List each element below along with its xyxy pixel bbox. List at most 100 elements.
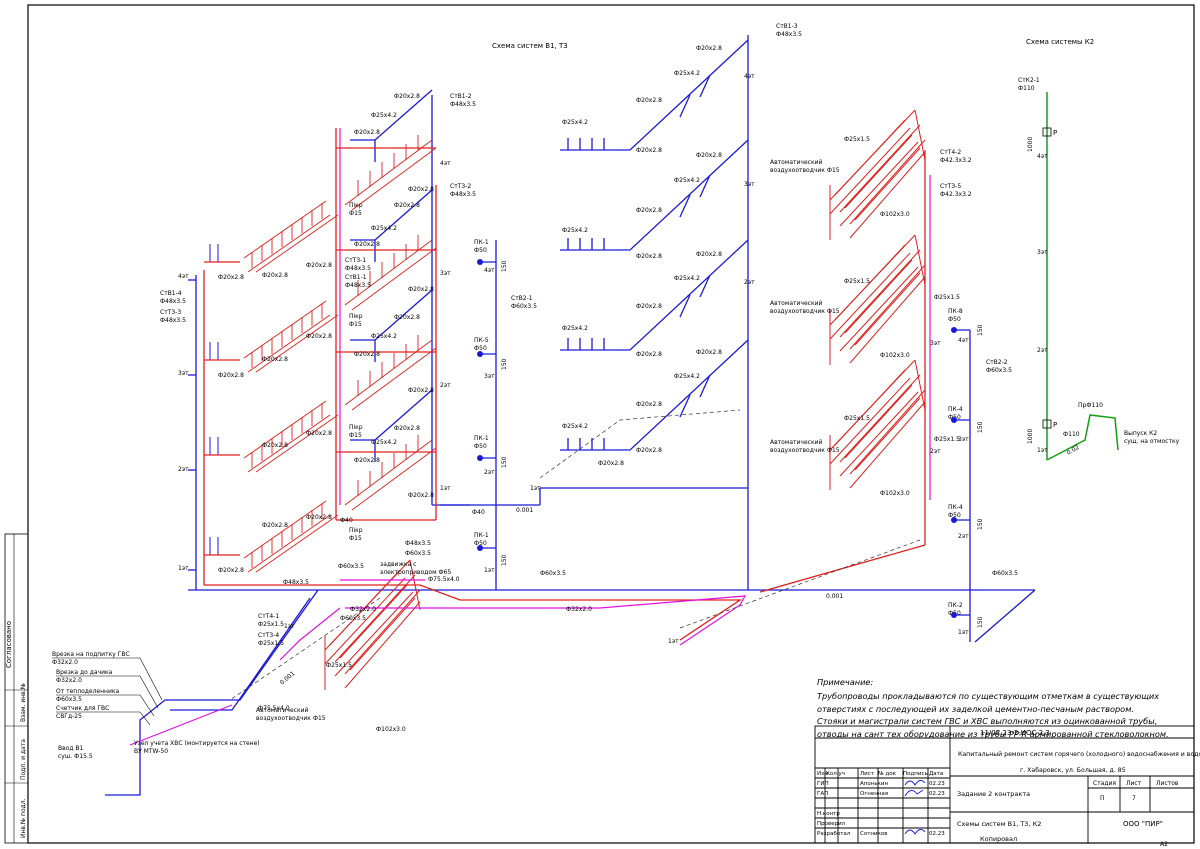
note-line-1: Трубопроводы прокладываются по существую… xyxy=(817,691,1160,714)
dashed-connectors xyxy=(229,409,921,701)
svg-text:Ф15: Ф15 xyxy=(349,210,362,217)
svg-text:Ф32х2.0: Ф32х2.0 xyxy=(56,677,82,684)
svg-text:Н.контр: Н.контр xyxy=(817,811,840,817)
svg-text:Сотников: Сотников xyxy=(860,831,888,837)
svg-text:0.02: 0.02 xyxy=(1066,444,1081,457)
svg-text:Ф25х1.5: Ф25х1.5 xyxy=(934,436,960,443)
svg-text:3эт: 3эт xyxy=(178,370,189,377)
svg-text:Ф20х2.8: Ф20х2.8 xyxy=(636,351,662,358)
svg-text:Врезка на подпитку ГВС: Врезка на подпитку ГВС xyxy=(52,651,130,658)
svg-text:задвижка с: задвижка с xyxy=(380,561,416,568)
sewer-p-mark-bottom: P xyxy=(1053,421,1057,429)
svg-text:Счетчик для ГВС: Счетчик для ГВС xyxy=(56,705,109,712)
cold-water-network xyxy=(105,35,1036,796)
org-name: ООО "ПИР" xyxy=(1123,820,1163,828)
svg-text:Ф60х3.5: Ф60х3.5 xyxy=(992,570,1018,577)
signatures xyxy=(904,780,926,835)
svg-text:1эт: 1эт xyxy=(1037,447,1048,454)
svg-text:150: 150 xyxy=(977,324,984,336)
svg-text:воздухоотводчик Ф15: воздухоотводчик Ф15 xyxy=(256,715,326,722)
svg-text:Ф25х4.2: Ф25х4.2 xyxy=(562,423,588,430)
svg-text:Ф20х2.8: Ф20х2.8 xyxy=(354,129,380,136)
svg-text:Ф32х2.0: Ф32х2.0 xyxy=(566,606,592,613)
svg-text:Пікр: Пікр xyxy=(349,527,363,534)
svg-text:Ф20х2.8: Ф20х2.8 xyxy=(636,147,662,154)
svg-text:Ф20х2.8: Ф20х2.8 xyxy=(262,442,288,449)
svg-text:Ф20х2.8: Ф20х2.8 xyxy=(696,45,722,52)
svg-text:ПК-1: ПК-1 xyxy=(474,532,489,539)
svg-text:ПК-8: ПК-8 xyxy=(948,308,963,315)
svg-text:Ф20х2.8: Ф20х2.8 xyxy=(218,372,244,379)
schema-title-v1-t3: Схема систем В1, Т3 xyxy=(492,42,568,50)
svg-text:Ф20х2.8: Ф20х2.8 xyxy=(306,262,332,269)
svg-text:ПК-1: ПК-1 xyxy=(474,239,489,246)
svg-text:Ф15: Ф15 xyxy=(349,432,362,439)
title-block-text: 11/02.23-2-ИОС 2,3 Капитальный ремонт си… xyxy=(817,729,1200,848)
svg-text:Ф20х2.8: Ф20х2.8 xyxy=(354,241,380,248)
svg-text:Ф20х2.8: Ф20х2.8 xyxy=(354,457,380,464)
sewer-p-mark-top: P xyxy=(1053,129,1057,137)
svg-text:150: 150 xyxy=(501,358,508,370)
label-st-b2-1: СтВ2-1 xyxy=(511,295,533,302)
svg-text:Ф25х1.5: Ф25х1.5 xyxy=(326,662,352,669)
svg-text:Пікр: Пікр xyxy=(349,313,363,320)
svg-text:воздухоотводчик Ф15: воздухоотводчик Ф15 xyxy=(770,447,840,454)
svg-text:Пікр: Пікр xyxy=(349,424,363,431)
svg-text:Ф102х3.0: Ф102х3.0 xyxy=(880,352,910,359)
svg-text:ПК-2: ПК-2 xyxy=(948,602,963,609)
svg-text:От теплоделенника: От теплоделенника xyxy=(56,688,119,695)
project-address: г. Хабаровск, ул. Большая, д. 85 xyxy=(1020,766,1126,774)
svg-text:Листов: Листов xyxy=(1156,780,1179,787)
svg-text:Ф102х3.0: Ф102х3.0 xyxy=(376,726,406,733)
svg-text:4эт: 4эт xyxy=(1037,153,1048,160)
svg-text:Ф25х1.5: Ф25х1.5 xyxy=(844,278,870,285)
svg-text:ПрФ110: ПрФ110 xyxy=(1078,402,1103,409)
svg-text:Огненная: Огненная xyxy=(860,791,888,797)
svg-text:Ф20х2.8: Ф20х2.8 xyxy=(262,272,288,279)
svg-text:Ф110: Ф110 xyxy=(1063,431,1080,438)
svg-text:Ф20х2.8: Ф20х2.8 xyxy=(636,447,662,454)
svg-text:Ф20х2.8: Ф20х2.8 xyxy=(306,430,332,437)
svg-text:1эт: 1эт xyxy=(284,623,295,630)
svg-text:Ф50: Ф50 xyxy=(474,443,487,450)
svg-text:Ф20х2.8: Ф20х2.8 xyxy=(696,152,722,159)
svg-text:Стадия: Стадия xyxy=(1093,780,1116,787)
svg-text:Ф20х2.8: Ф20х2.8 xyxy=(408,387,434,394)
svg-text:1эт: 1эт xyxy=(668,638,679,645)
svg-text:Ф48х3.5: Ф48х3.5 xyxy=(160,317,186,324)
svg-text:Ф32х2.0: Ф32х2.0 xyxy=(350,606,376,613)
svg-text:сущ. на отмостку: сущ. на отмостку xyxy=(1124,438,1180,445)
svg-text:Автоматический: Автоматический xyxy=(770,300,822,307)
svg-text:ВУ MTW-50: ВУ MTW-50 xyxy=(134,748,168,755)
svg-text:2эт: 2эт xyxy=(958,533,969,540)
note-heading: Примечание: xyxy=(817,677,874,687)
svg-text:02.23: 02.23 xyxy=(929,781,945,787)
svg-text:Апонькин: Апонькин xyxy=(860,781,888,787)
stamp-sign-date-label: Подп. и дата xyxy=(20,739,27,780)
svg-text:Лист: Лист xyxy=(1126,780,1142,787)
floor-labels: 4эт 3эт 2эт 1эт 4эт 3эт 2эт 1эт 4эт 3эт … xyxy=(178,73,1048,645)
svg-text:2эт: 2эт xyxy=(178,466,189,473)
stamp-replace-inv-label: Взам. инв.№ xyxy=(20,683,27,722)
svg-text:Ф25х4.2: Ф25х4.2 xyxy=(371,439,397,446)
hot-water-fixture-blocks xyxy=(243,135,437,573)
svg-text:4эт: 4эт xyxy=(440,160,451,167)
svg-text:Ф102х3.0: Ф102х3.0 xyxy=(880,211,910,218)
svg-text:1000: 1000 xyxy=(1027,429,1034,444)
svg-text:Ф25х1.5: Ф25х1.5 xyxy=(934,294,960,301)
svg-text:150: 150 xyxy=(977,518,984,530)
label-st-t3-5: СтТ3-5 xyxy=(940,183,961,190)
svg-text:Ф60х3.5: Ф60х3.5 xyxy=(56,696,82,703)
svg-text:Ф48х3.5: Ф48х3.5 xyxy=(450,191,476,198)
svg-text:ГИП: ГИП xyxy=(817,781,829,787)
schema-title-k2: Схема системы К2 xyxy=(1026,38,1094,46)
svg-text:Ф75.5х4.0: Ф75.5х4.0 xyxy=(258,705,290,712)
svg-text:Ф20х2.8: Ф20х2.8 xyxy=(306,333,332,340)
label-st-k2-1: СтК2-1 xyxy=(1018,77,1040,84)
task-label: Задание 2 контракта xyxy=(957,790,1030,798)
svg-text:Ф20х2.8: Ф20х2.8 xyxy=(354,351,380,358)
note-line-2: Стояки и магистрали систем ГВС и ХВС вып… xyxy=(817,716,1169,739)
svg-text:Ф25х4.2: Ф25х4.2 xyxy=(674,70,700,77)
